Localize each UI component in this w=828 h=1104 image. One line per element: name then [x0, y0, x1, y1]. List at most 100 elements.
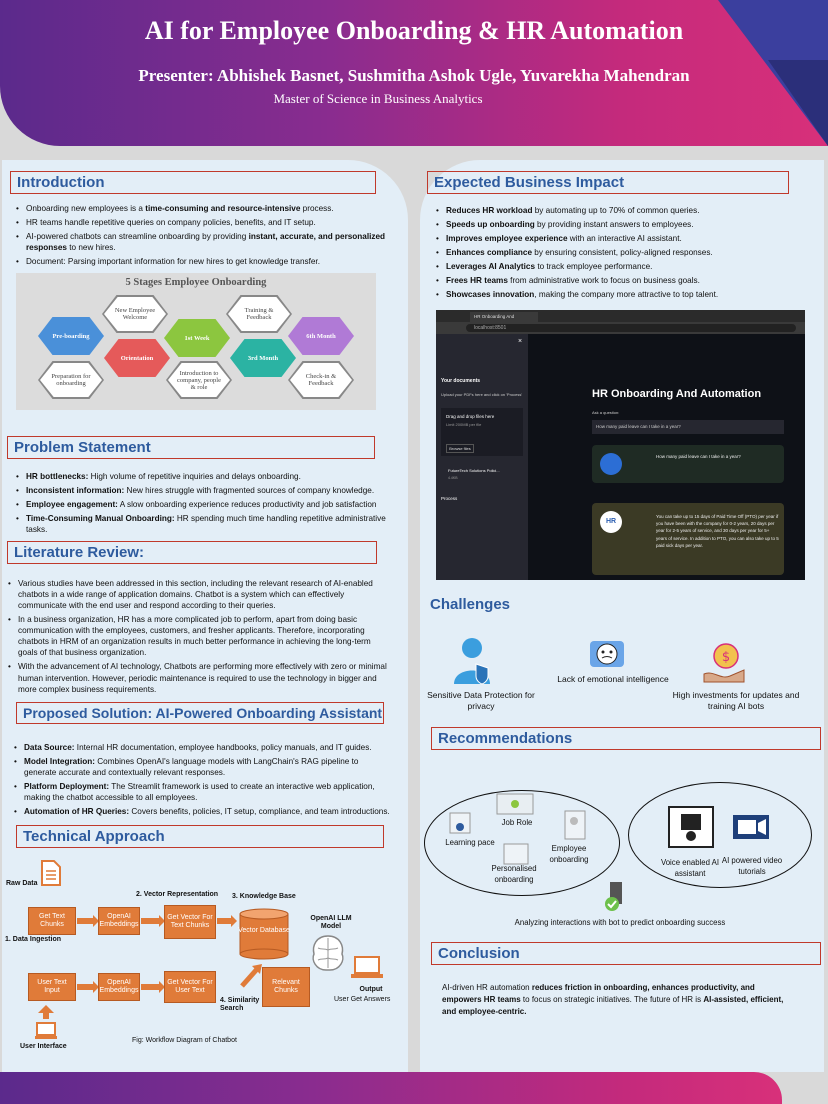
literature-title: Literature Review:: [7, 541, 377, 564]
user-get-answers-label: User Get Answers: [334, 996, 391, 1003]
list-item: Data Source: Internal HR documentation, …: [14, 742, 392, 753]
list-item: Various studies have been addressed in t…: [8, 578, 392, 611]
onboarding-stages-infographic: 5 Stages Employee Onboarding Pre-boardin…: [16, 273, 376, 410]
close-icon: ×: [518, 338, 523, 345]
output-label: Output: [359, 986, 383, 993]
browser-tab-bar: HR Onboarding And Automation: [436, 310, 805, 329]
investment-icon: $: [703, 643, 745, 683]
job-role-icon: [496, 793, 534, 815]
challenges-title: Challenges: [430, 596, 511, 613]
vector-database-icon: [239, 908, 289, 960]
introduction-list: Onboarding new employees is a time-consu…: [16, 203, 392, 270]
video-tutorial-icon: [733, 815, 769, 839]
relevant-chunks-box: Relevant Chunks: [262, 967, 310, 1007]
stages-title: 5 Stages Employee Onboarding: [125, 277, 267, 288]
video-tutorial-label: AI powered video tutorials: [721, 856, 783, 876]
flow-arrow: [141, 915, 165, 927]
learning-pace-icon: [449, 812, 471, 834]
list-item: Showcases innovation, making the company…: [436, 289, 816, 300]
list-item: HR bottlenecks: High volume of repetitiv…: [16, 471, 392, 482]
workflow-caption: Fig: Workflow Diagram of Chatbot: [132, 1037, 237, 1044]
raw-data-label: Raw Data: [6, 880, 38, 887]
conclusion-text: AI-driven HR automation reduces friction…: [442, 983, 784, 1016]
list-item: Inconsistent information: New hires stru…: [16, 485, 392, 496]
llm-brain-icon: [312, 935, 344, 971]
stage-sixth-month: 6th Month: [288, 317, 354, 355]
get-vector-chunks-box: Get Vector For Text Chunks: [164, 905, 216, 939]
solution-title: Proposed Solution: AI-Powered Onboarding…: [16, 702, 384, 724]
laptop-icon: [351, 956, 383, 978]
stage-detail-checkin: Check-in & Feedback: [288, 361, 354, 399]
user-interface-icon: [35, 1005, 57, 1039]
learning-pace-label: Learning pace: [445, 838, 495, 847]
voice-assistant-icon: [668, 806, 714, 848]
uploaded-file-name: FutureTech Solutions Polici...: [448, 468, 500, 473]
list-item: In a business organization, HR has a mor…: [8, 614, 392, 658]
vector-database-label: Vector Database: [238, 927, 290, 934]
app-main-title: HR Onboarding And Automation: [592, 388, 762, 400]
employee-onboarding-label: Employee onboarding: [549, 844, 589, 864]
data-protection-icon: [454, 638, 490, 685]
technical-title: Technical Approach: [16, 825, 384, 848]
literature-list: Various studies have been addressed in t…: [8, 578, 392, 698]
header-decoration-dark: [768, 60, 828, 146]
knowledge-base-label: 3. Knowledge Base: [232, 893, 296, 900]
url-field: localhost:8501: [466, 324, 796, 332]
user-text-input-box: User Text Input: [28, 973, 76, 1001]
data-ingestion-label: 1. Data Ingestion: [5, 936, 62, 943]
uploaded-file-size: 4.4KB: [448, 476, 458, 480]
list-item: Onboarding new employees is a time-consu…: [16, 203, 392, 214]
introduction-title: Introduction: [10, 171, 376, 194]
ai-tools-group: [628, 782, 812, 888]
stage-third-month: 3rd Month: [230, 339, 296, 377]
emotion-icon: [590, 641, 624, 667]
voice-assistant-label: Voice enabled AI assistant: [660, 858, 720, 878]
poster-footer: [0, 1072, 782, 1104]
file-dropzone: Drag and drop files here Limit 200MB per…: [441, 408, 523, 456]
personalised-onboarding-label: Personalised onboarding: [491, 864, 537, 884]
analytics-icon: [605, 882, 622, 911]
ask-label: Ask a question:: [592, 410, 620, 415]
list-item: Reduces HR workload by automating up to …: [436, 205, 816, 216]
list-item: Enhances compliance by ensuring consiste…: [436, 247, 816, 258]
user-interface-label: User Interface: [20, 1043, 67, 1050]
openai-embeddings-box-2: OpenAI Embeddings: [98, 973, 140, 1001]
browser-url-bar: localhost:8501: [436, 322, 805, 334]
challenge-emotional-intelligence: Lack of emotional intelligence: [557, 674, 669, 684]
dropzone-text: Drag and drop files here: [446, 414, 495, 419]
stage-first-week: 1st Week: [164, 319, 230, 357]
dropzone-limit: Limit 200MB per file: [446, 422, 482, 427]
list-item: With the advancement of AI technology, C…: [8, 661, 392, 694]
conclusion-title: Conclusion: [431, 942, 821, 965]
stage-preboarding: Pre-boarding: [38, 317, 104, 355]
get-vector-user-box: Get Vector For User Text: [164, 971, 216, 1003]
recommendations-title: Recommendations: [431, 727, 821, 750]
personalised-onboarding-icon: [503, 843, 529, 865]
stage-orientation: Orientation: [104, 339, 170, 377]
list-item: Employee engagement: A slow onboarding e…: [16, 499, 392, 510]
stage-detail-training: Training & Feedback: [226, 295, 292, 333]
job-role-label: Job Role: [501, 818, 533, 827]
get-text-chunks-box: Get Text Chunks: [28, 907, 76, 935]
stage-detail-introduction: Introduction to company, people & role: [166, 361, 232, 399]
solution-list: Data Source: Internal HR documentation, …: [14, 742, 392, 820]
impact-title: Expected Business Impact: [427, 171, 789, 194]
app-sidebar: × Your documents Upload your PDFs here a…: [436, 334, 528, 580]
poster-header: AI for Employee Onboarding & HR Automati…: [0, 0, 828, 146]
user-avatar: [600, 453, 622, 475]
personalised-onboarding-group: [424, 790, 620, 896]
bot-message: HR You can take up to 15 days of Paid Ti…: [592, 503, 784, 575]
question-input: How many paid leave can I take in a year…: [592, 420, 784, 434]
list-item: Model Integration: Combines OpenAI's lan…: [14, 756, 392, 778]
list-item: Leverages AI Analytics to track employee…: [436, 261, 816, 272]
employee-onboarding-icon: [564, 810, 586, 840]
similarity-arrow: [240, 964, 262, 988]
svg-text:$: $: [722, 650, 730, 665]
list-item: Automation of HR Queries: Covers benefit…: [14, 806, 392, 817]
challenge-data-protection: Sensitive Data Protection for privacy: [427, 690, 535, 712]
chatbot-app-screenshot: HR Onboarding And Automation localhost:8…: [436, 310, 805, 580]
list-item: Improves employee experience with an int…: [436, 233, 816, 244]
sidebar-hint: Upload your PDFs here and click on 'Proc…: [441, 392, 523, 397]
list-item: Frees HR teams from administrative work …: [436, 275, 816, 286]
browse-files-button: Browse files: [446, 444, 474, 453]
